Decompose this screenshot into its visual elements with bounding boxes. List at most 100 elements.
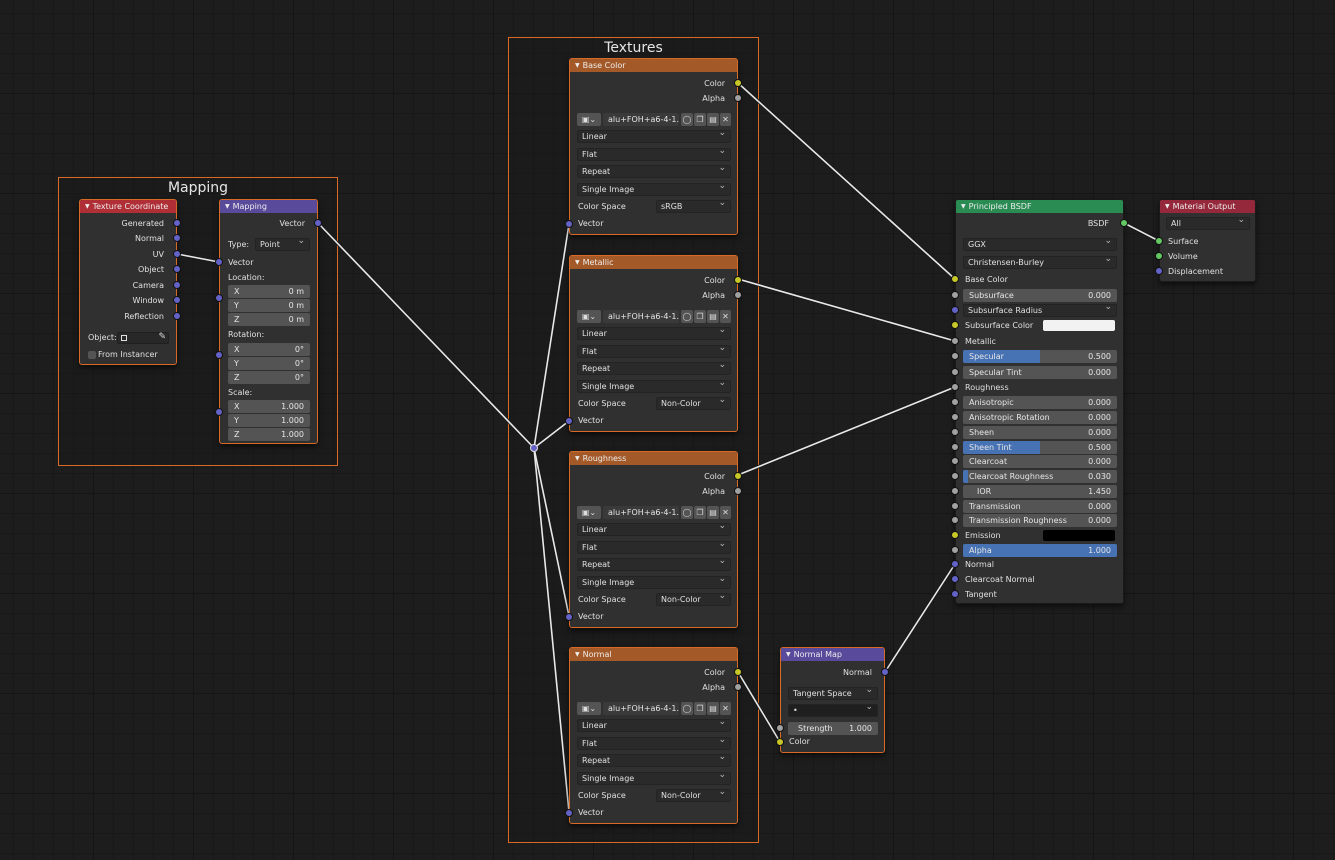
color-space-dropdown[interactable]: Non-Color (656, 789, 731, 802)
socket-window[interactable] (173, 296, 181, 304)
socket-subsurface-radius[interactable] (951, 306, 959, 314)
collapse-triangle-icon[interactable]: ▼ (225, 203, 230, 210)
socket-subsurface-color[interactable] (951, 321, 959, 329)
open-image-folder-icon[interactable]: ▤ (707, 506, 719, 519)
eyedropper-icon[interactable]: ✎ (158, 332, 166, 342)
socket-mapping-vector-out[interactable] (314, 219, 322, 227)
image-texture-header[interactable]: ▼Metallic (570, 256, 737, 269)
socket-base-color[interactable] (951, 275, 959, 283)
socket-clearcoat[interactable] (951, 457, 959, 465)
open-image-folder-icon[interactable]: ▤ (707, 113, 719, 126)
open-image-folder-icon[interactable]: ▤ (707, 702, 719, 715)
socket-specular-tint[interactable] (951, 368, 959, 376)
source-dropdown[interactable]: Single Image (577, 772, 731, 785)
socket-transmission-roughness[interactable] (951, 516, 959, 524)
socket-volume[interactable] (1155, 252, 1163, 260)
socket-normal[interactable] (951, 560, 959, 568)
socket-alpha-out[interactable] (734, 683, 742, 691)
subsurface-radius-dropdown[interactable]: Subsurface Radius (963, 304, 1117, 317)
normal-map-node[interactable]: ▼Normal Map Normal Tangent Space • Stren… (780, 647, 885, 753)
collapse-triangle-icon[interactable]: ▼ (575, 259, 580, 266)
principled-header[interactable]: ▼Principled BSDF (956, 200, 1123, 213)
socket-vector-in[interactable] (565, 613, 573, 621)
from-instancer-checkbox[interactable] (88, 351, 96, 359)
projection-dropdown[interactable]: Flat (577, 345, 731, 358)
subsurface-color-swatch[interactable] (1043, 320, 1115, 331)
socket-surface[interactable] (1155, 237, 1163, 245)
image-texture-header[interactable]: ▼Base Color (570, 59, 737, 72)
space-dropdown[interactable]: Tangent Space (788, 687, 878, 700)
socket-mapping-vector-in[interactable] (215, 258, 223, 266)
image-name-field[interactable]: alu+FOH+a6-4-1... (603, 310, 679, 323)
socket-bsdf-out[interactable] (1120, 219, 1128, 227)
source-dropdown[interactable]: Single Image (577, 380, 731, 393)
mapping-node[interactable]: ▼Mapping Vector Type: Point Vector Locat… (219, 199, 318, 444)
duplicate-image-icon[interactable]: ❐ (694, 702, 706, 715)
projection-dropdown[interactable]: Flat (577, 541, 731, 554)
socket-tangent[interactable] (951, 590, 959, 598)
socket-location-in[interactable] (215, 294, 223, 302)
source-dropdown[interactable]: Single Image (577, 576, 731, 589)
socket-sheen[interactable] (951, 428, 959, 436)
socket-generated[interactable] (173, 219, 181, 227)
uv-map-field[interactable]: • (788, 704, 878, 717)
socket-alpha-out[interactable] (734, 487, 742, 495)
extension-dropdown[interactable]: Repeat (577, 754, 731, 767)
socket-anisotropic[interactable] (951, 398, 959, 406)
socket-reflection[interactable] (173, 312, 181, 320)
fake-user-shield-icon[interactable]: ◯ (681, 113, 693, 126)
socket-object[interactable] (173, 265, 181, 273)
normal-map-header[interactable]: ▼Normal Map (781, 648, 884, 661)
socket-normalmap-out[interactable] (881, 668, 889, 676)
texture-coordinate-header[interactable]: ▼Texture Coordinate (80, 200, 176, 213)
image-texture-header[interactable]: ▼Normal (570, 648, 737, 661)
collapse-triangle-icon[interactable]: ▼ (1165, 203, 1170, 210)
unlink-image-close-icon[interactable]: ✕ (720, 113, 731, 126)
extension-dropdown[interactable]: Repeat (577, 165, 731, 178)
socket-uv[interactable] (173, 250, 181, 258)
object-field[interactable]: ✎ (117, 332, 169, 344)
socket-alpha-out[interactable] (734, 94, 742, 102)
image-name-field[interactable]: alu+FOH+a6-4-1... (603, 113, 679, 126)
socket-color-out[interactable] (734, 668, 742, 676)
image-name-field[interactable]: alu+FOH+a6-4-1... (603, 702, 679, 715)
color-space-dropdown[interactable]: sRGB (656, 200, 731, 213)
source-dropdown[interactable]: Single Image (577, 183, 731, 196)
image-browse-button[interactable]: ▣⌄ (577, 702, 601, 715)
mapping-header[interactable]: ▼Mapping (220, 200, 317, 213)
socket-rotation-in[interactable] (215, 351, 223, 359)
duplicate-image-icon[interactable]: ❐ (694, 310, 706, 323)
image-browse-button[interactable]: ▣⌄ (577, 506, 601, 519)
image-browse-button[interactable]: ▣⌄ (577, 310, 601, 323)
collapse-triangle-icon[interactable]: ▼ (575, 455, 580, 462)
socket-sheen-tint[interactable] (951, 443, 959, 451)
unlink-image-close-icon[interactable]: ✕ (720, 506, 731, 519)
principled-bsdf-node[interactable]: ▼Principled BSDF BSDF GGX Christensen-Bu… (955, 199, 1124, 604)
collapse-triangle-icon[interactable]: ▼ (786, 651, 791, 658)
unlink-image-close-icon[interactable]: ✕ (720, 310, 731, 323)
socket-transmission[interactable] (951, 502, 959, 510)
socket-vector-in[interactable] (565, 220, 573, 228)
socket-normalmap-color[interactable] (776, 738, 784, 746)
distribution-dropdown[interactable]: GGX (963, 238, 1117, 251)
duplicate-image-icon[interactable]: ❐ (694, 113, 706, 126)
image-texture-header[interactable]: ▼Roughness (570, 452, 737, 465)
collapse-triangle-icon[interactable]: ▼ (85, 203, 90, 210)
socket-camera[interactable] (173, 281, 181, 289)
interpolation-dropdown[interactable]: Linear (577, 523, 731, 536)
socket-clearcoat-normal[interactable] (951, 575, 959, 583)
